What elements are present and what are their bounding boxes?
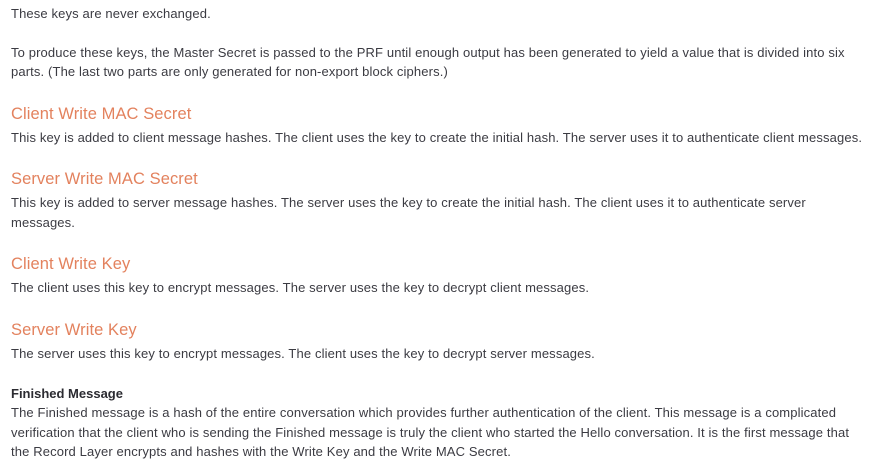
paragraph-spacer	[11, 24, 866, 43]
section-body-server-write-key: The server uses this key to encrypt mess…	[11, 345, 595, 361]
section-heading-server-write-key: Server Write Key	[11, 320, 137, 339]
section-body-client-write-mac-secret: This key is added to client message hash…	[11, 129, 863, 145]
section-heading-client-write-key: Client Write Key	[11, 255, 131, 273]
section-body-client-write-key: The client uses this key to encrypt mess…	[11, 280, 590, 295]
section-heading-server-write-mac-secret: Server Write MAC Secret	[11, 170, 198, 188]
sub-heading-finished-message: Finished Message	[11, 386, 123, 401]
section-body-server-write-mac-secret: This key is added to server message hash…	[11, 195, 806, 230]
section-heading-client-write-mac-secret: Client Write MAC Secret	[11, 104, 192, 123]
intro-paragraph-2: To produce these keys, the Master Secret…	[11, 44, 845, 80]
section-body-finished-message: The Finished message is a hash of the en…	[11, 405, 850, 459]
intro-paragraph-1: These keys are never exchanged.	[11, 6, 211, 21]
